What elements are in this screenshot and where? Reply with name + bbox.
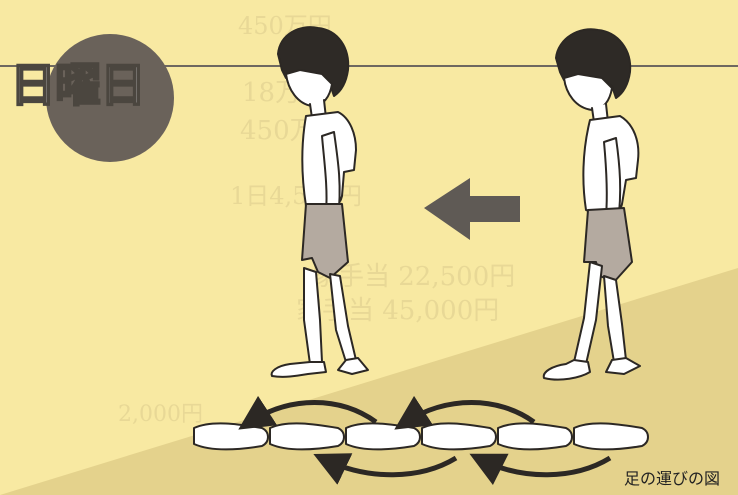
footprint: [422, 423, 496, 449]
footprint: [194, 423, 268, 449]
footprint: [346, 423, 420, 449]
floor-shadow: [0, 268, 738, 495]
footprint: [574, 423, 648, 449]
sunday-badge: 日曜日: [4, 26, 176, 166]
footprint: [270, 423, 344, 449]
footprint: [498, 423, 572, 449]
caption: 足の運びの図: [624, 470, 720, 488]
badge-text: 日曜日: [10, 62, 145, 108]
walker-figure-left: [272, 27, 368, 377]
left-arrow-icon: [424, 178, 520, 240]
